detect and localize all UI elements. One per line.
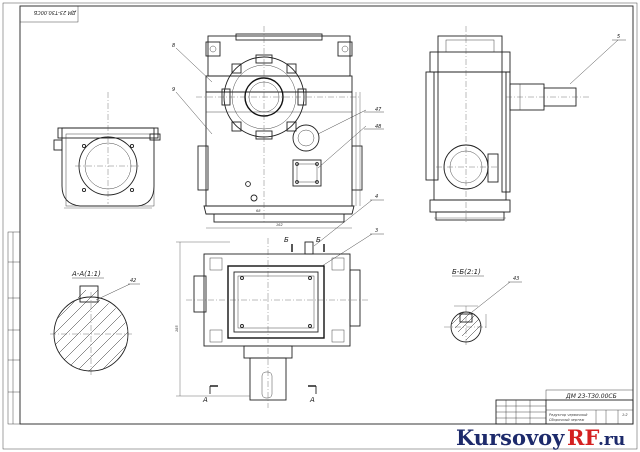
- title-block-name-2: Сборочный чертеж: [549, 418, 585, 422]
- title-block: [495, 389, 634, 425]
- side-view-right: [425, 26, 626, 222]
- callout-47: 47: [375, 107, 382, 113]
- svg-text:185: 185: [175, 325, 179, 332]
- callout-5-side: 5: [617, 34, 620, 40]
- plan-view: 185: [175, 199, 384, 408]
- drawing-code-rotated: ДМ 23-Т30.00СБ: [33, 9, 77, 15]
- svg-text:Kursovoy: Kursovoy: [456, 425, 565, 450]
- callout-8: 8: [172, 43, 175, 49]
- front-view: 162 68: [196, 26, 363, 229]
- section-a-a-label: А-А(1:1): [71, 270, 101, 278]
- site-watermark-logo: Kursovoy RF .ru: [456, 425, 625, 450]
- section-b-b-label: Б-Б(2:1): [452, 268, 481, 276]
- title-block-name-1: Редуктор червячный: [549, 413, 588, 417]
- section-a-a: [50, 283, 140, 376]
- svg-text:68: 68: [256, 209, 261, 213]
- section-mark-b-right: Б: [316, 236, 321, 244]
- callout-43: 43: [513, 276, 519, 282]
- callout-9: 9: [172, 87, 175, 93]
- section-mark-b-left: Б: [284, 236, 289, 244]
- svg-text:162: 162: [276, 223, 283, 227]
- section-b-b: [444, 281, 522, 346]
- svg-text:.ru: .ru: [598, 430, 625, 450]
- side-view-left: [53, 92, 161, 209]
- svg-text:RF: RF: [567, 425, 599, 450]
- section-mark-a-right: А: [309, 396, 315, 404]
- callout-3: 3: [375, 228, 378, 234]
- section-mark-a-left: А: [202, 396, 208, 404]
- title-block-code: ДМ 23-Т30.00СБ: [565, 393, 617, 400]
- callout-42: 42: [130, 278, 136, 284]
- callout-48: 48: [375, 124, 381, 130]
- title-block-scale: 1:2: [622, 413, 628, 417]
- callout-4: 4: [375, 194, 378, 200]
- front-leaders: [175, 47, 367, 169]
